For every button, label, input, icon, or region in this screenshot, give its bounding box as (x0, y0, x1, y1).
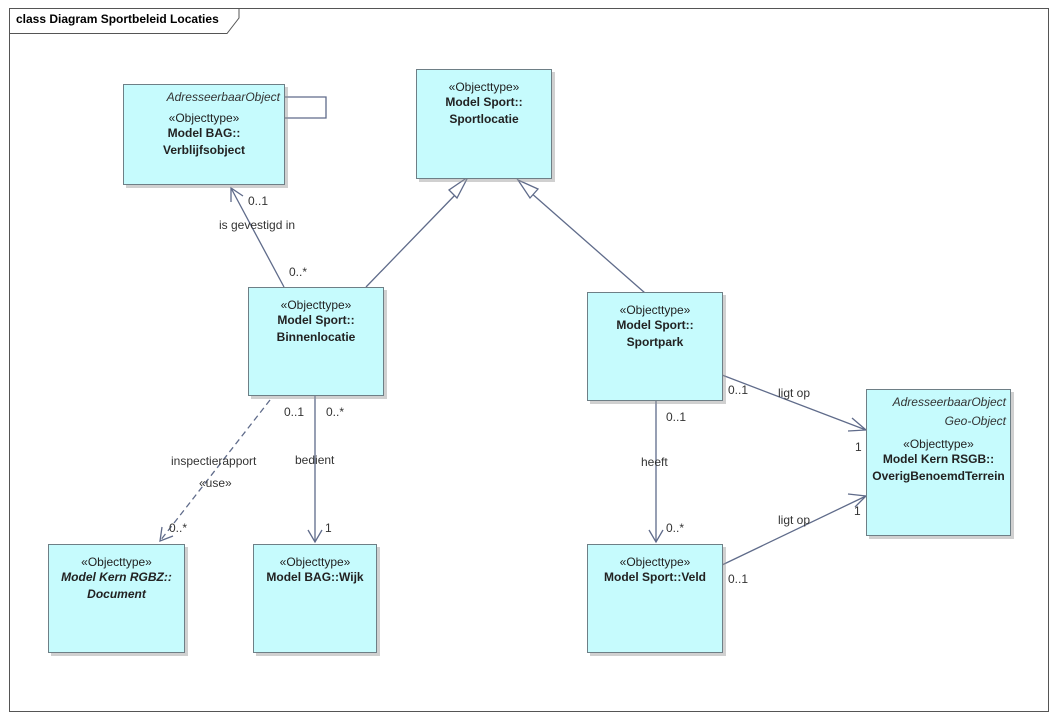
class-binnenlocatie[interactable]: «Objecttype» Model Sport:: Binnenlocatie (248, 287, 384, 396)
self-association-line[interactable] (284, 96, 327, 119)
class-veld[interactable]: «Objecttype» Model Sport::Veld (587, 544, 723, 653)
generalization-sportpark-line[interactable] (529, 191, 646, 294)
gevestigd-source-mult: 0..* (289, 265, 307, 279)
diagram-frame (9, 8, 1049, 712)
class-name-line: Model Sport::Veld (604, 570, 706, 584)
sportpark-ligt-op-target-mult: 1 (855, 440, 862, 454)
stereotype-label: «Objecttype» (619, 303, 691, 317)
class-name-line: Model Sport:: (277, 313, 355, 327)
sportpark-ligt-op-label: ligt op (778, 386, 810, 400)
heeft-target-mult: 0..* (666, 521, 684, 535)
stereotype-label: «Objecttype» (81, 555, 152, 569)
sportpark-ligt-op-source-mult: 0..1 (728, 383, 748, 397)
veld-ligt-op-label: ligt op (778, 513, 810, 527)
class-name-line: Model Kern RGBZ:: (61, 570, 172, 584)
bedient-label: bedient (295, 453, 335, 467)
gevestigd-target-mult: 0..1 (248, 194, 268, 208)
diagram-title-tab (9, 8, 240, 34)
veld-ligt-op-target-mult: 1 (854, 504, 861, 518)
generalization-sportpark-arrowhead (516, 178, 540, 200)
generalization-binnenlocatie-line[interactable] (365, 192, 458, 288)
association-sportpark-ligt-op-line[interactable] (721, 374, 867, 431)
bedient-target-mult: 1 (325, 521, 332, 535)
class-name-line: Document (87, 587, 146, 601)
veld-ligt-op-source-mult: 0..1 (728, 572, 748, 586)
inspectie-label: inspectierapport (171, 454, 257, 468)
dependency-inspectie-line[interactable] (159, 399, 271, 542)
class-name-line: OverigBenoemdTerrein (872, 469, 1005, 483)
stereotype-label: «Objecttype» (279, 555, 351, 569)
gevestigd-label: is gevestigd in (219, 218, 295, 232)
class-name-line: Model Sport:: (616, 318, 694, 332)
association-gevestigd-line[interactable] (230, 187, 285, 288)
class-verblijfsobject[interactable]: AdresseerbaarObject «Objecttype» Model B… (123, 84, 285, 185)
class-wijk[interactable]: «Objecttype» Model BAG::Wijk (253, 544, 377, 653)
class-name-line: Binnenlocatie (276, 330, 356, 344)
stereotype-label: «Objecttype» (619, 555, 691, 569)
inspectie-target-mult: 0..* (169, 521, 187, 535)
inspectie-stereotype: «use» (199, 476, 232, 490)
class-overig-benoemd-terrein[interactable]: AdresseerbaarObject Geo-Object «Objectty… (866, 389, 1011, 536)
class-sportlocatie[interactable]: «Objecttype» Model Sport:: Sportlocatie (416, 69, 552, 179)
association-heeft-arrowhead (648, 529, 664, 544)
class-name-line: Verblijfsobject (162, 143, 246, 157)
heeft-label: heeft (641, 455, 668, 469)
diagram-title: class Diagram Sportbeleid Locaties (16, 12, 219, 26)
dependency-inspectie-arrowhead (159, 526, 174, 543)
association-veld-ligt-op-line[interactable] (721, 495, 867, 566)
class-name-line: Sportpark (626, 335, 684, 349)
parent-class-label: Geo-Object (944, 414, 1006, 428)
class-name-line: Model BAG::Wijk (266, 570, 364, 584)
stereotype-label: «Objecttype» (448, 80, 520, 94)
class-document[interactable]: «Objecttype» Model Kern RGBZ:: Document (48, 544, 185, 653)
stereotype-label: «Objecttype» (280, 298, 352, 312)
bedient-source-mult: 0..* (326, 405, 344, 419)
parent-class-label: AdresseerbaarObject (166, 90, 280, 104)
class-sportpark[interactable]: «Objecttype» Model Sport:: Sportpark (587, 292, 723, 401)
class-name-line: Model BAG:: (167, 126, 241, 140)
parent-class-label: AdresseerbaarObject (892, 395, 1006, 409)
association-gevestigd-arrowhead (230, 186, 244, 202)
class-name-line: Sportlocatie (449, 112, 519, 126)
stereotype-label: «Objecttype» (168, 111, 240, 125)
class-name-line: Model Sport:: (445, 95, 523, 109)
stereotype-label: «Objecttype» (903, 437, 974, 451)
association-bedient-arrowhead (307, 529, 323, 544)
inspectie-source-mult: 0..1 (284, 405, 304, 419)
heeft-source-mult: 0..1 (666, 410, 686, 424)
class-name-line: Model Kern RSGB:: (882, 452, 995, 466)
generalization-binnenlocatie-arrowhead (447, 176, 469, 200)
